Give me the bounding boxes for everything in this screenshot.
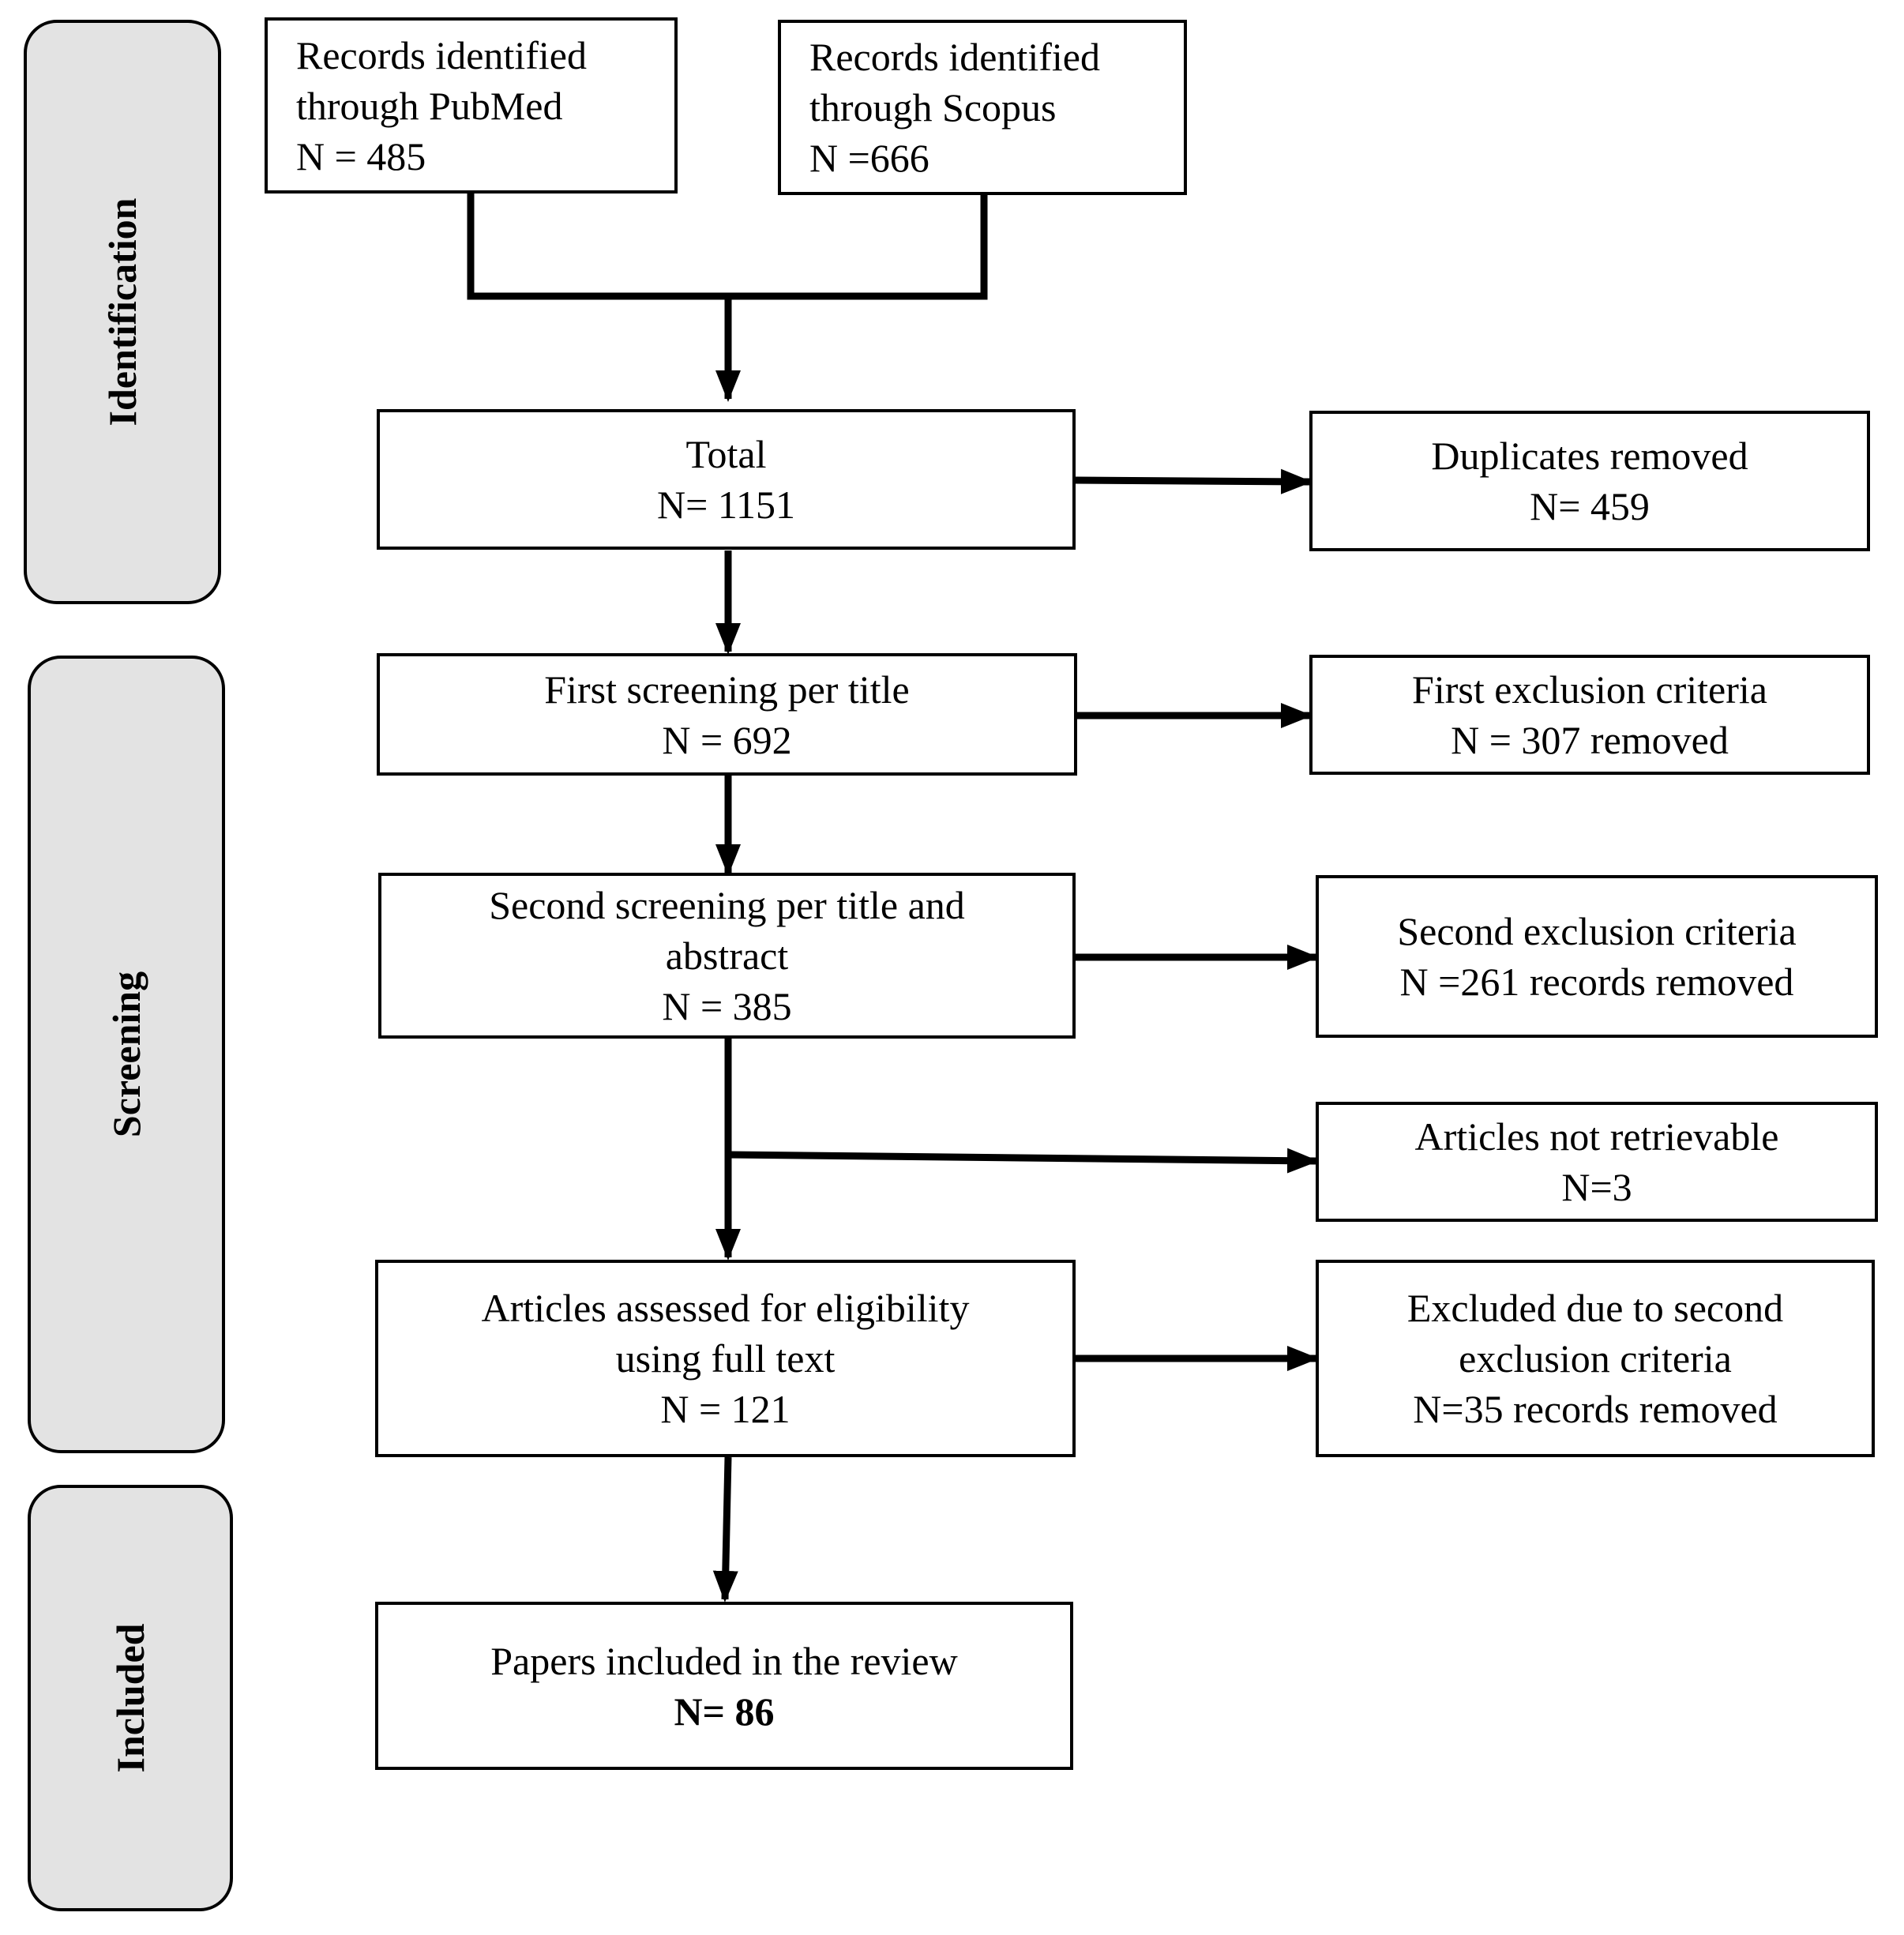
second-exclusion-label: Second exclusion criteria [1397,909,1797,953]
second-exclusion-count: N =261 records removed [1399,960,1794,1004]
excluded-second-line-2: exclusion criteria [1459,1336,1732,1381]
included-count: N= 86 [674,1689,775,1734]
second-screening-line-2: abstract [665,934,789,978]
eligibility-count: N = 121 [660,1387,791,1431]
first-exclusion-count: N = 307 removed [1451,718,1729,762]
first-screening-label: First screening per title [544,667,910,712]
merge-connector [467,194,988,300]
arrow-to-not-retrievable [727,1148,1319,1174]
eligibility-line-1: Articles assessed for eligibility [481,1286,970,1330]
second-screening-count: N = 385 [662,984,792,1028]
first-screening-box: First screening per title N = 692 [377,653,1077,776]
first-exclusion-box: First exclusion criteria N = 307 removed [1309,655,1870,775]
arrow-to-included [712,1456,738,1602]
scopus-line-2: through Scopus [809,85,1057,130]
pubmed-line-1: Records identified [296,32,587,77]
arrow-to-duplicates [1075,468,1313,494]
first-exclusion-label: First exclusion criteria [1412,667,1767,712]
eligibility-line-2: using full text [615,1336,836,1381]
duplicates-removed-box: Duplicates removed N= 459 [1309,411,1870,551]
included-label: Papers included in the review [490,1638,958,1683]
not-retrievable-box: Articles not retrievable N=3 [1316,1102,1878,1222]
pubmed-line-2: through PubMed [296,83,563,128]
scopus-records-box: Records identified through Scopus N =666 [778,20,1187,195]
excluded-second-line-1: Excluded due to second [1406,1286,1784,1330]
duplicates-label: Duplicates removed [1431,434,1748,478]
phase-included: Included [28,1485,233,1911]
second-exclusion-box: Second exclusion criteria N =261 records… [1316,875,1878,1038]
total-label: Total [685,432,767,476]
phase-identification: Identification [24,20,221,604]
first-screening-count: N = 692 [662,717,792,762]
phase-screening: Screening [28,656,225,1453]
not-retrievable-count: N=3 [1561,1165,1632,1209]
pubmed-count: N = 485 [296,133,426,178]
included-papers-box: Papers included in the review N= 86 [375,1602,1073,1770]
scopus-count: N =666 [809,136,929,180]
second-screening-box: Second screening per title and abstract … [378,873,1076,1039]
eligibility-box: Articles assessed for eligibility using … [375,1260,1076,1457]
total-box: Total N= 1151 [377,409,1076,550]
scopus-line-1: Records identified [809,35,1100,79]
total-count: N= 1151 [657,483,795,527]
second-screening-line-1: Second screening per title and [489,883,965,927]
excluded-second-criteria-box: Excluded due to second exclusion criteri… [1316,1260,1875,1457]
not-retrievable-label: Articles not retrievable [1414,1114,1779,1159]
duplicates-count: N= 459 [1530,484,1650,528]
excluded-second-count: N=35 records removed [1413,1387,1778,1431]
pubmed-records-box: Records identified through PubMed N = 48… [265,17,678,194]
